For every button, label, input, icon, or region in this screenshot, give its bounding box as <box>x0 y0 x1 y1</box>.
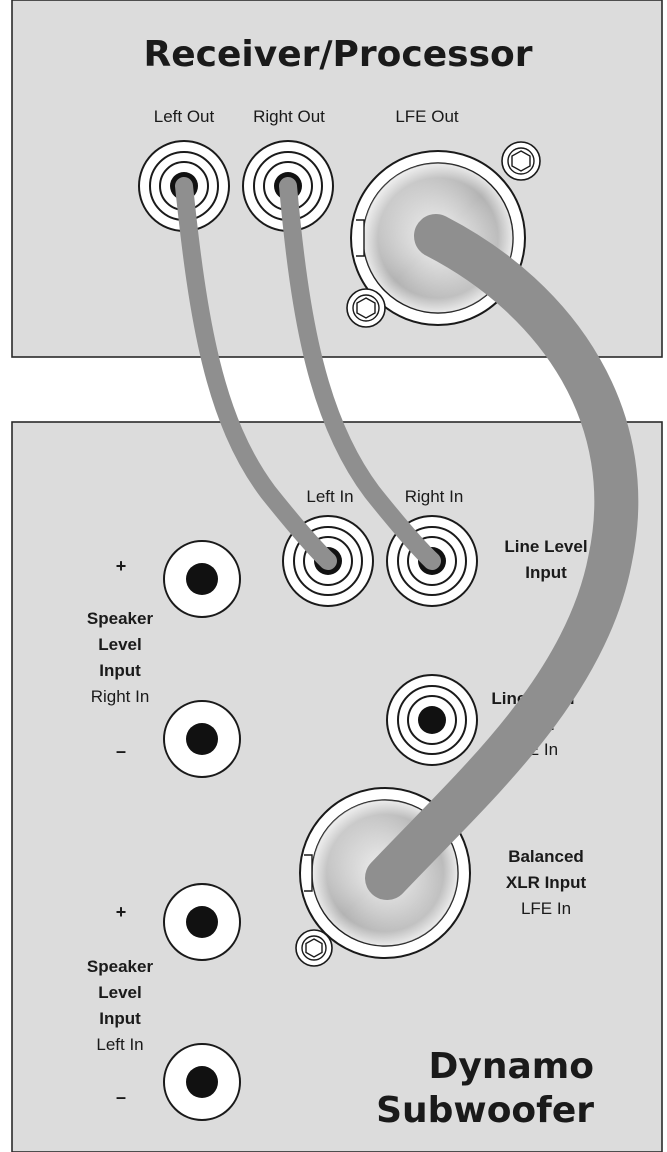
screw-icon <box>501 141 541 181</box>
screw-icon <box>295 929 333 967</box>
cables <box>175 177 639 900</box>
screw-icon <box>346 288 386 328</box>
speaker-right-label: Speaker <box>87 609 154 628</box>
balanced-xlr-sublabel: LFE In <box>521 899 571 918</box>
speaker-right-label: Input <box>99 661 141 680</box>
receiver-panel: Receiver/Processor Left Out Right Out LF… <box>11 0 663 358</box>
balanced-xlr-label: Balanced <box>508 847 584 866</box>
speaker-left-label: Level <box>98 983 141 1002</box>
lfe-in-jack[interactable] <box>386 674 478 766</box>
subwoofer-panel: Dynamo Subwoofer Left In Right In Line L… <box>11 421 663 1152</box>
speaker-right-minus-terminal[interactable] <box>163 700 241 778</box>
subwoofer-title-line1: Dynamo <box>428 1046 594 1087</box>
left-out-label: Left Out <box>154 107 215 126</box>
line-level-input-label: Line Level <box>504 537 587 556</box>
line-level-input-label: Input <box>525 563 567 582</box>
speaker-left-plus-sign: + <box>116 902 127 922</box>
speaker-right-plus-terminal[interactable] <box>163 540 241 618</box>
lfe-out-label: LFE Out <box>395 107 459 126</box>
speaker-left-minus-sign: – <box>116 1087 126 1107</box>
speaker-left-label: Input <box>99 1009 141 1028</box>
receiver-title: Receiver/Processor <box>144 34 533 75</box>
speaker-right-minus-sign: – <box>116 741 126 761</box>
speaker-left-label: Speaker <box>87 957 154 976</box>
right-in-label: Right In <box>405 487 464 506</box>
subwoofer-title-line2: Subwoofer <box>376 1090 594 1131</box>
speaker-right-sublabel: Right In <box>91 687 150 706</box>
speaker-left-sublabel: Left In <box>96 1035 143 1054</box>
speaker-left-plus-terminal[interactable] <box>163 883 241 961</box>
xlr-cable <box>365 214 639 900</box>
speaker-left-minus-terminal[interactable] <box>163 1043 241 1121</box>
balanced-xlr-label: XLR Input <box>506 873 587 892</box>
left-in-label: Left In <box>306 487 353 506</box>
right-out-label: Right Out <box>253 107 325 126</box>
speaker-right-label: Level <box>98 635 141 654</box>
left-rca-cable <box>175 177 337 570</box>
speaker-right-plus-sign: + <box>116 556 127 576</box>
right-rca-cable <box>279 177 441 570</box>
